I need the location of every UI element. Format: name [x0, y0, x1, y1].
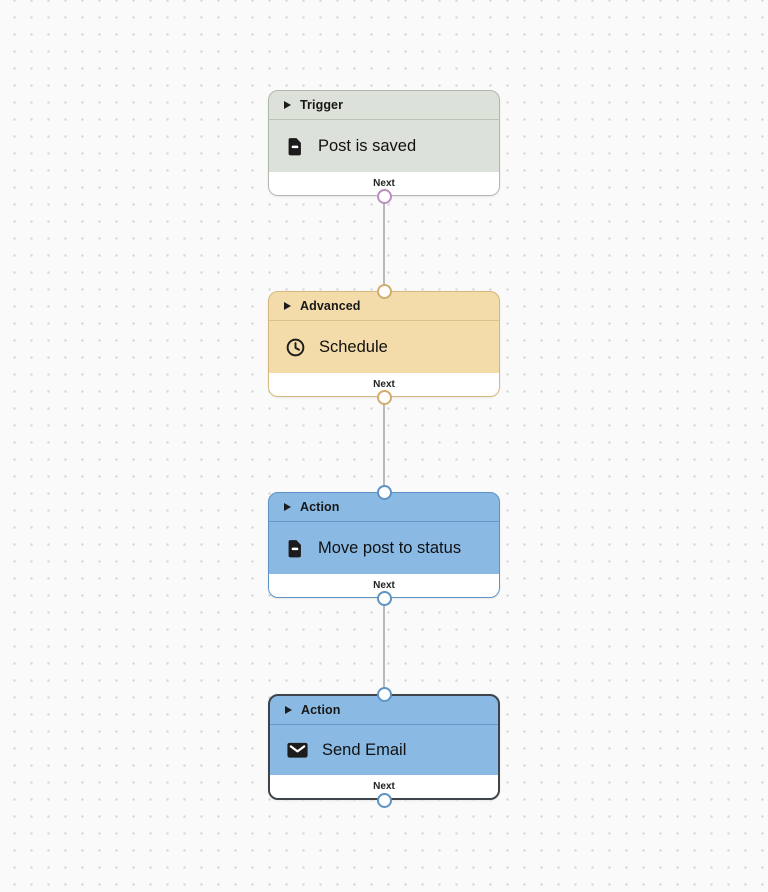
- node-type-label: Trigger: [300, 98, 344, 112]
- node-footer: Next: [269, 373, 499, 396]
- node-title: Send Email: [322, 740, 407, 759]
- node-advanced-schedule[interactable]: Advanced Schedule Next: [268, 291, 500, 397]
- node-trigger-post-is-saved[interactable]: Trigger Post is saved Next: [268, 90, 500, 196]
- port-input-advanced[interactable]: [376, 283, 392, 299]
- node-header[interactable]: Trigger: [269, 91, 499, 120]
- node-body[interactable]: Schedule: [269, 321, 499, 373]
- node-footer: Next: [269, 574, 499, 597]
- collapse-arrow-icon[interactable]: [284, 503, 291, 511]
- port-next-action2[interactable]: [376, 792, 392, 808]
- node-title: Post is saved: [318, 136, 417, 155]
- node-action-move-post-to-status[interactable]: Action Move post to status Next: [268, 492, 500, 598]
- collapse-arrow-icon[interactable]: [284, 101, 291, 109]
- clock-icon: [285, 337, 306, 358]
- collapse-arrow-icon[interactable]: [284, 302, 291, 310]
- node-type-label: Advanced: [300, 299, 361, 313]
- document-icon: [285, 136, 305, 156]
- port-next-advanced[interactable]: [376, 389, 392, 405]
- node-header[interactable]: Action: [270, 696, 498, 725]
- node-title: Move post to status: [318, 538, 462, 557]
- next-label: Next: [373, 580, 395, 591]
- edge-action1-to-action2: [382, 598, 386, 694]
- node-header[interactable]: Advanced: [269, 292, 499, 321]
- node-title: Schedule: [319, 337, 388, 356]
- edge-trigger-to-advanced: [382, 196, 386, 291]
- node-body[interactable]: Move post to status: [269, 522, 499, 574]
- collapse-arrow-icon[interactable]: [285, 706, 292, 714]
- next-label: Next: [373, 781, 395, 792]
- node-action-send-email[interactable]: Action Send Email Next: [268, 694, 500, 800]
- node-type-label: Action: [300, 500, 340, 514]
- node-type-label: Action: [301, 703, 341, 717]
- port-input-action2[interactable]: [376, 686, 392, 702]
- node-body[interactable]: Send Email: [270, 725, 498, 775]
- envelope-icon: [286, 740, 309, 760]
- node-footer: Next: [269, 172, 499, 195]
- port-next-trigger[interactable]: [376, 188, 392, 204]
- edge-advanced-to-action1: [382, 397, 386, 492]
- node-footer: Next: [270, 775, 498, 798]
- next-label: Next: [373, 379, 395, 390]
- node-body[interactable]: Post is saved: [269, 120, 499, 172]
- node-header[interactable]: Action: [269, 493, 499, 522]
- port-input-action1[interactable]: [376, 484, 392, 500]
- document-icon: [285, 538, 305, 558]
- port-next-action1[interactable]: [376, 590, 392, 606]
- next-label: Next: [373, 178, 395, 189]
